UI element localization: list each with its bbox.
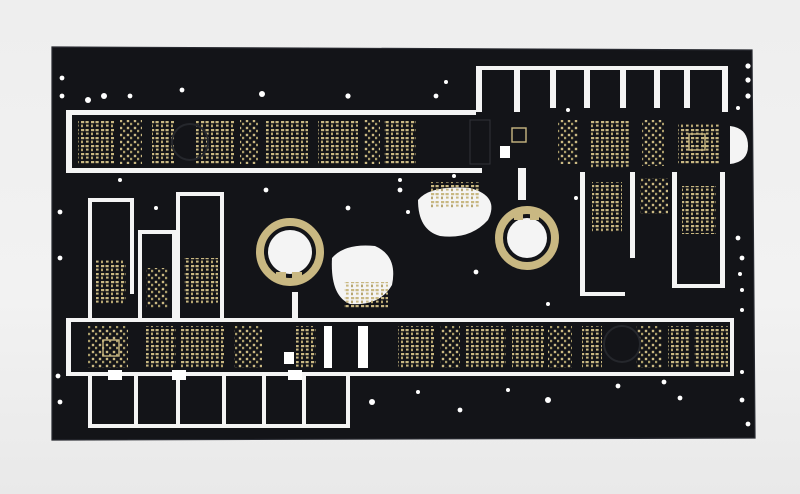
drill-holes xyxy=(55,63,751,427)
ring-pads xyxy=(171,123,641,363)
mounting-cutouts xyxy=(108,119,510,380)
gold-pads xyxy=(78,120,728,368)
board-sheen xyxy=(52,47,755,440)
chip-footprints xyxy=(102,127,706,357)
